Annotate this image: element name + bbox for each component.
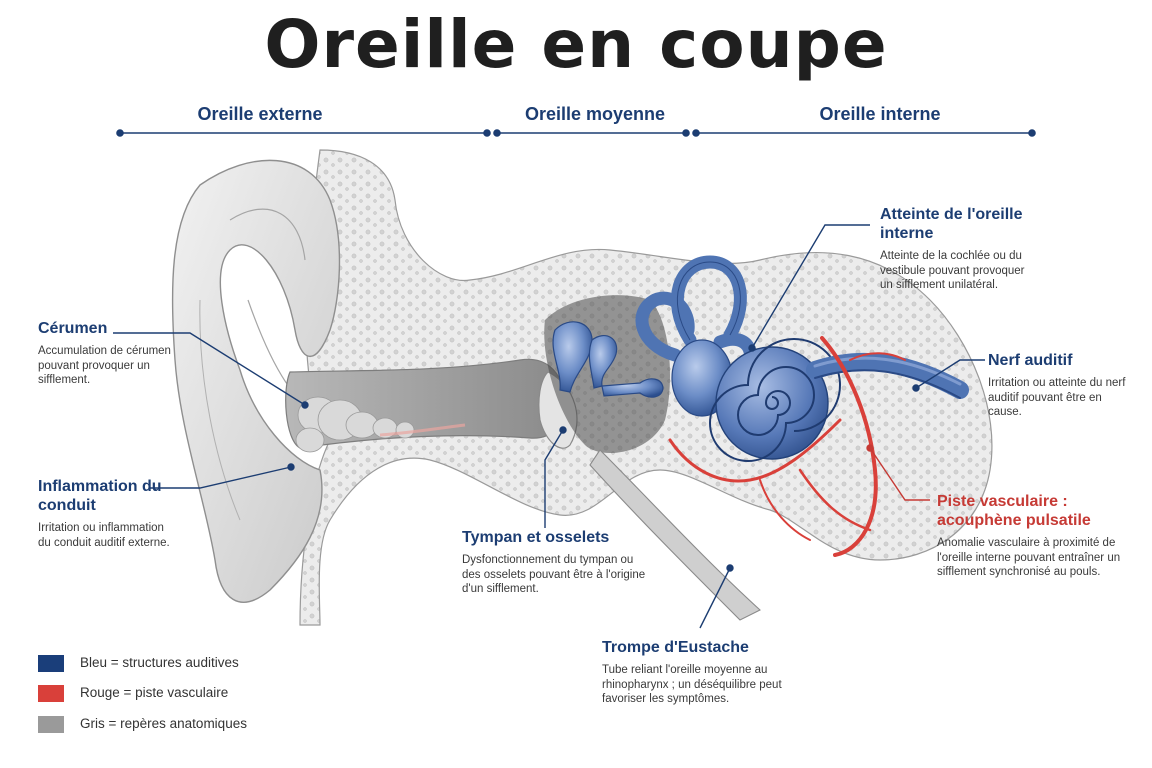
label-inner-ear-damage-desc: Atteinte de la cochlée ou du vestibule p… (880, 250, 1025, 291)
label-tympan: Tympan et osselets Dysfonctionnement du … (462, 528, 647, 597)
section-outer-ear: Oreille externe (197, 104, 323, 124)
label-eustache-title: Trompe d'Eustache (602, 639, 749, 656)
label-vascular-desc: Anomalie vasculaire à proximité de l'ore… (937, 537, 1121, 578)
blood-vessels (668, 336, 906, 557)
eustachian-tube (589, 449, 761, 621)
auditory-nerve (806, 352, 969, 399)
legend-text-gray: Gris = repères anatomiques (80, 716, 247, 731)
page-title: Oreille en coupe (264, 6, 888, 83)
label-inner-ear-damage: Atteinte de l'oreille interne Atteinte d… (880, 205, 1030, 293)
legend-text-blue: Bleu = structures auditives (80, 655, 239, 670)
label-eustache: Trompe d'Eustache Tube reliant l'oreille… (602, 638, 787, 707)
label-auditory-nerve-title: Nerf auditif (988, 352, 1073, 369)
label-tympan-title: Tympan et osselets (462, 529, 610, 546)
legend-swatch-gray (38, 716, 64, 733)
label-inflammation-desc: Irritation ou inflammation du conduit au… (38, 522, 170, 549)
leader-lines (113, 224, 985, 629)
ossicles (552, 321, 664, 398)
section-inner-ear: Oreille interne (819, 104, 941, 124)
cochlea (709, 338, 841, 462)
label-inflammation-title: Inflammation du conduit (38, 478, 162, 514)
pinna (171, 159, 341, 603)
legend-swatch-red (38, 685, 64, 702)
label-auditory-nerve: Nerf auditif Irritation ou atteinte du n… (988, 351, 1138, 420)
label-cerumen-desc: Accumulation de cérumen pouvant provoque… (38, 345, 171, 386)
label-inner-ear-damage-title: Atteinte de l'oreille interne (880, 206, 1023, 242)
legend-text-red: Rouge = piste vasculaire (80, 685, 229, 700)
label-inflammation: Inflammation du conduit Irritation ou in… (38, 477, 178, 550)
label-vascular-title: Piste vasculaire : acouphène pulsatile (937, 493, 1091, 529)
label-vascular: Piste vasculaire : acouphène pulsatile A… (937, 492, 1132, 580)
vascular-leader (866, 444, 930, 501)
section-header-lines (116, 129, 1036, 137)
section-middle-ear: Oreille moyenne (524, 104, 666, 124)
label-cerumen-title: Cérumen (38, 320, 108, 337)
legend-swatch-blue (38, 655, 64, 672)
label-cerumen: Cérumen Accumulation de cérumen pouvant … (38, 319, 188, 388)
label-auditory-nerve-desc: Irritation ou atteinte du nerf auditif p… (988, 377, 1126, 418)
label-eustache-desc: Tube reliant l'oreille moyenne au rhinop… (602, 664, 782, 705)
label-tympan-desc: Dysfonctionnement du tympan ou des ossel… (462, 554, 646, 595)
